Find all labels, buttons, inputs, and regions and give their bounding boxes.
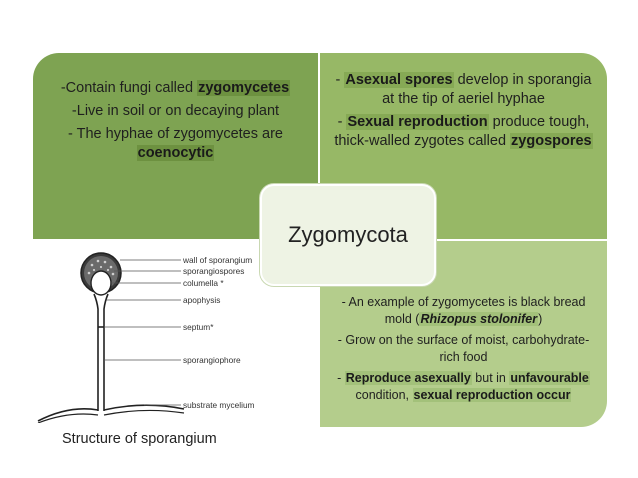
term-sexual-reproduction-occur: sexual reproduction occur <box>412 388 572 402</box>
line-reproduce: - Reproduce asexually but in unfavourabl… <box>337 371 590 402</box>
line-asexual-spores: - Asexual spores develop in sporangia at… <box>335 72 592 107</box>
diagram-caption: Structure of sporangium <box>62 431 217 447</box>
label-sporangiospores: sporangiospores <box>183 266 244 276</box>
term-reproduce-asexually: Reproduce asexually <box>344 371 472 385</box>
label-sporangiophore: sporangiophore <box>183 355 241 365</box>
characteristics-text: -Contain fungi called zygomycetes -Live … <box>43 79 308 167</box>
columella-shape <box>90 270 112 296</box>
line-hyphae: - The hyphae of zygomycetes are coenocyt… <box>68 126 283 161</box>
term-coenocytic: coenocytic <box>136 145 215 161</box>
line-grow-surface: - Grow on the surface of moist, carbohyd… <box>337 333 590 364</box>
term-sexual-reproduction: Sexual reproduction <box>346 114 489 130</box>
label-leaders <box>104 259 181 406</box>
label-columella: columella * <box>183 278 224 288</box>
line-sexual-reproduction: - Sexual reproduction produce tough, thi… <box>334 114 593 149</box>
center-title-box: Zygomycota <box>260 184 436 286</box>
term-rhizopus: Rhizopus stolonifer <box>419 312 539 326</box>
quadrant-characteristics: -Contain fungi called zygomycetes -Live … <box>33 53 318 239</box>
center-title: Zygomycota <box>288 222 408 247</box>
term-asexual-spores: Asexual spores <box>344 72 454 88</box>
label-apophysis: apophysis <box>183 295 220 305</box>
line-example-bread-mold: - An example of zygomycetes is black bre… <box>341 295 586 326</box>
reproduction-text: - Asexual spores develop in sporangia at… <box>328 71 599 155</box>
examples-text: - An example of zygomycetes is black bre… <box>330 294 597 408</box>
sporangium-illustration <box>37 252 185 423</box>
label-septum: septum* <box>183 322 214 332</box>
sporangium-diagram: wall of sporangium sporangiospores colum… <box>37 252 255 423</box>
line-contain-fungi: -Contain fungi called zygomycetes <box>60 80 291 96</box>
quadrant-examples: - An example of zygomycetes is black bre… <box>320 241 607 427</box>
term-zygospores: zygospores <box>510 133 593 149</box>
sporangiophore-shape <box>93 293 109 411</box>
label-substrate-mycelium: substrate mycelium <box>183 400 255 410</box>
term-zygomycetes: zygomycetes <box>197 80 291 96</box>
term-unfavourable: unfavourable <box>509 371 590 385</box>
line-live-in-soil: -Live in soil or on decaying plant <box>71 103 280 119</box>
label-wall-of-sporangium: wall of sporangium <box>182 255 252 265</box>
